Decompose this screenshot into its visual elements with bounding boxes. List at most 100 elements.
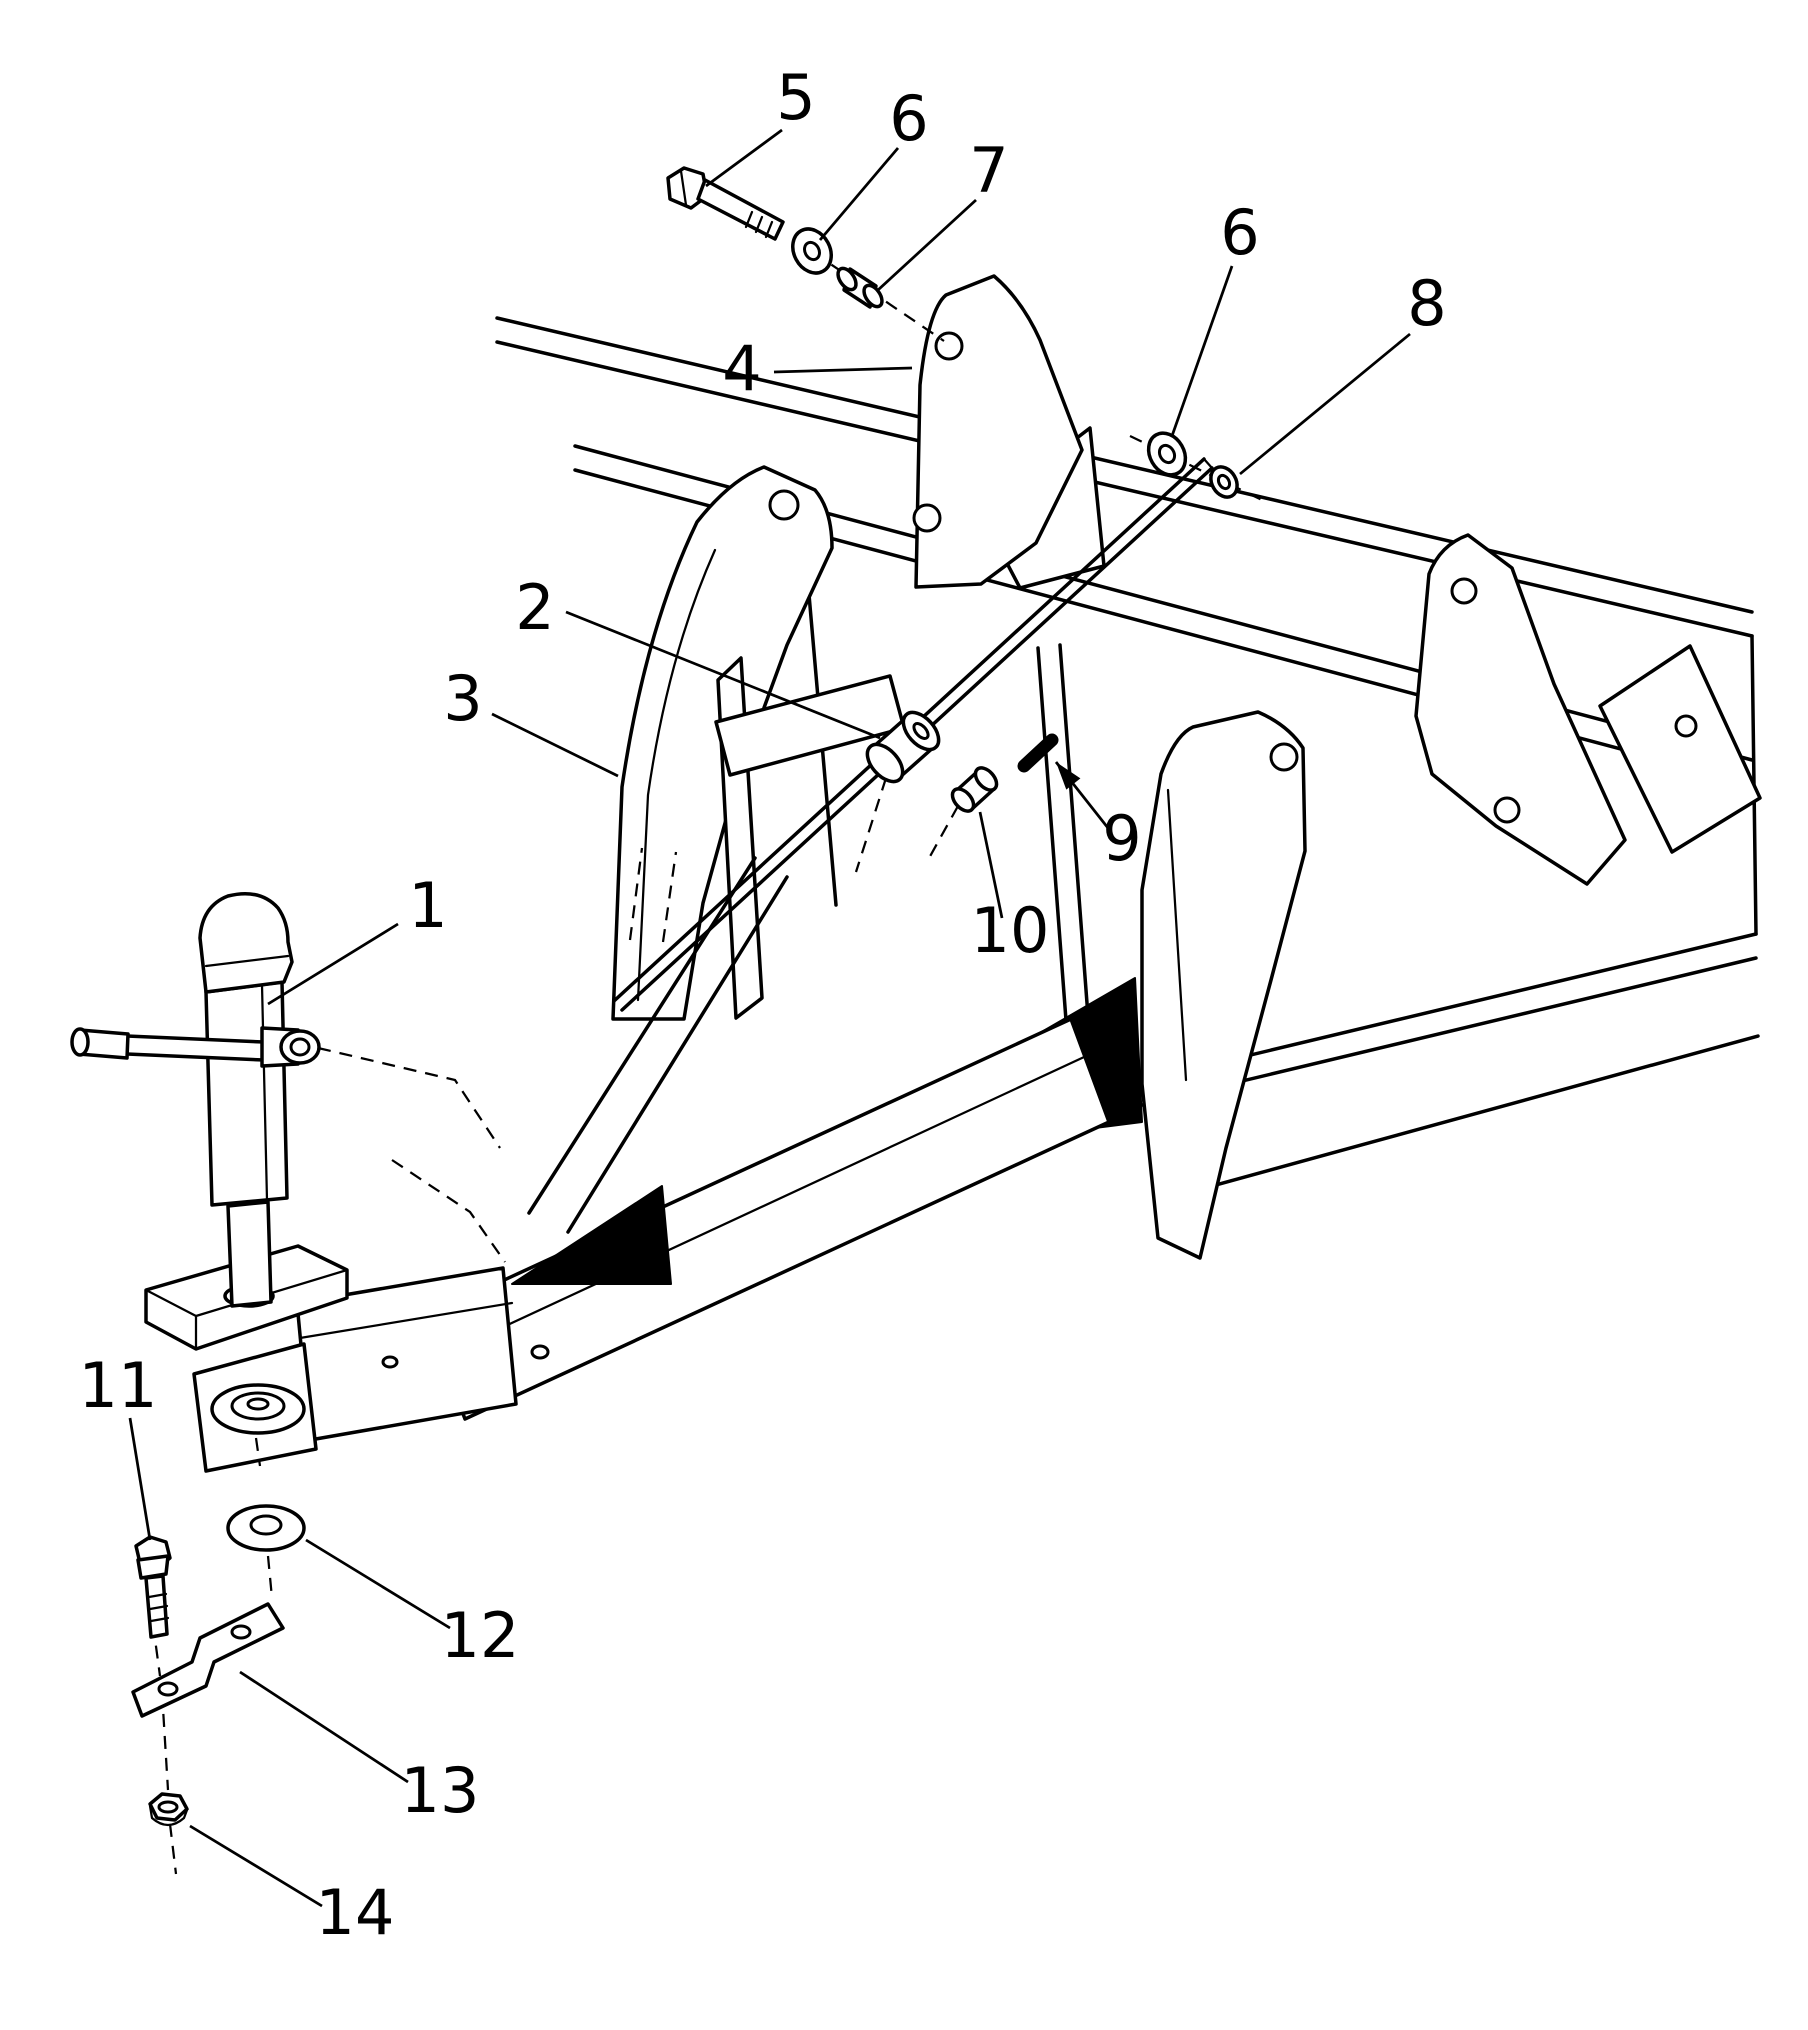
callout-6: 6 — [1170, 196, 1260, 437]
callout-3: 3 — [443, 662, 619, 778]
a-frame-member — [527, 856, 757, 1215]
pivot-bushing — [854, 710, 941, 873]
drawing-line — [254, 1437, 262, 1467]
callout-leader-line — [1170, 265, 1234, 437]
callout-label: 2 — [515, 571, 554, 644]
bolt-threads — [147, 1592, 170, 1623]
drawing-line — [495, 340, 1754, 638]
callout-leader-line — [877, 198, 977, 292]
bolt-head-side — [136, 1554, 170, 1580]
drawing-line — [1157, 443, 1177, 465]
spacer-face — [973, 766, 999, 792]
drawing-line — [836, 266, 858, 292]
bolt-hole — [1269, 742, 1299, 772]
callout-leader-line — [239, 1670, 409, 1784]
callout-12: 12 — [305, 1538, 520, 1672]
drawing-line — [1414, 533, 1627, 886]
crank-hub-bore — [289, 1037, 311, 1057]
callout-9: 9 — [1054, 761, 1142, 875]
callout-label: 6 — [889, 82, 928, 155]
drawing-line — [1159, 1034, 1760, 1202]
bolt-hole — [1674, 714, 1698, 738]
nut-part-14 — [148, 1792, 189, 1827]
drawing-line — [266, 1555, 274, 1599]
ball-socket-center — [246, 1397, 270, 1411]
callout-10: 10 — [971, 811, 1050, 967]
tongue-assembly — [192, 856, 1111, 1473]
bolt-threads — [744, 210, 774, 239]
trailer-jack — [70, 892, 506, 1351]
drawing-line — [862, 283, 884, 309]
drawing-line — [495, 316, 1754, 614]
callout-11: 11 — [79, 1349, 158, 1541]
callout-14: 14 — [189, 1824, 395, 1949]
callout-6: 6 — [818, 82, 929, 241]
callout-leader-line — [978, 811, 1004, 919]
callout-label: 14 — [316, 1876, 395, 1949]
callout-label: 6 — [1220, 196, 1259, 269]
gusset-triangle — [511, 1185, 672, 1285]
callout-label: 8 — [1407, 267, 1446, 340]
bracket-part-3 — [611, 465, 906, 1021]
spacer-part-10 — [927, 766, 999, 861]
jack-cap — [198, 892, 294, 994]
callout-leader-line — [189, 1824, 323, 1908]
callout-label: 1 — [408, 869, 447, 942]
drawing-line — [1202, 457, 1214, 470]
bolt-shaft — [696, 178, 785, 241]
drawing-line — [1216, 473, 1232, 491]
callout-label: 10 — [971, 894, 1050, 967]
strap-hole — [157, 1681, 179, 1697]
callout-7: 7 — [877, 134, 1009, 292]
drawing-line — [1166, 788, 1188, 1082]
drawing-line — [628, 847, 644, 941]
drawing-line — [1140, 710, 1307, 1260]
callout-5: 5 — [705, 61, 816, 188]
drawing-line — [803, 240, 821, 262]
drawing-line — [1017, 733, 1059, 773]
bolt-hole — [912, 503, 942, 533]
callout-leader-line — [818, 147, 900, 241]
jack-inner-tube — [226, 1200, 273, 1308]
callout-1: 1 — [267, 869, 448, 1006]
callout-leader-line — [267, 922, 399, 1006]
drawing-line — [854, 777, 888, 873]
callout-label: 11 — [79, 1349, 158, 1422]
frame-gusset-right — [1598, 644, 1762, 854]
nut-bore — [157, 1800, 179, 1814]
crank-grip-end — [70, 1027, 90, 1057]
callout-label: 12 — [441, 1599, 520, 1672]
washer-part-12 — [226, 1504, 306, 1599]
callout-label: 3 — [443, 662, 482, 735]
callout-label: 13 — [401, 1754, 480, 1827]
bushing-flange — [865, 742, 905, 784]
callout-label: 7 — [969, 134, 1008, 207]
drawing-line — [391, 1159, 506, 1263]
strap-hole — [230, 1624, 252, 1640]
callout-8: 8 — [1239, 267, 1447, 476]
drawing-line — [317, 1046, 501, 1149]
drawing-line — [927, 805, 959, 861]
jack-outer-tube — [204, 980, 289, 1207]
callout-leader-line — [128, 1417, 152, 1541]
spacer-face — [950, 787, 976, 813]
callout-leader-line — [773, 366, 913, 374]
bolt-hole — [381, 1355, 399, 1369]
bolt-hole — [1493, 796, 1521, 824]
callout-label: 5 — [776, 61, 815, 134]
drawing-line — [636, 548, 717, 1002]
drawing-line — [456, 1049, 1099, 1350]
mount-bolt-11 — [134, 1535, 178, 1875]
drawing-line — [260, 983, 269, 1202]
bolt-hole — [768, 489, 800, 521]
drawing-line — [249, 1514, 283, 1536]
callout-2: 2 — [515, 571, 881, 740]
drawing-line — [298, 1301, 514, 1340]
callout-leader-line — [705, 128, 783, 188]
callout-13: 13 — [239, 1670, 480, 1827]
drawing-line — [204, 954, 290, 968]
